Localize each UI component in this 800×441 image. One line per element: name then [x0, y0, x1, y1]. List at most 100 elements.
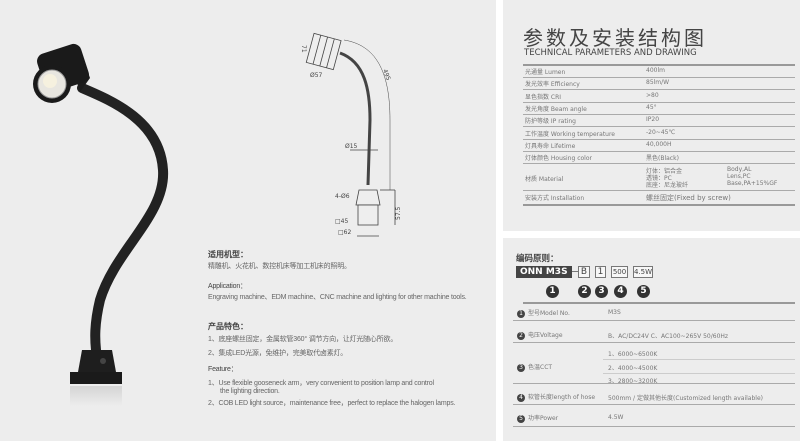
material-cn-body: 灯体：铝合金 [646, 168, 683, 175]
divider [523, 204, 795, 206]
divider [523, 126, 795, 128]
dim-head-diameter: Ø57 [310, 72, 323, 79]
param-label: 工作温度 Working temperature [525, 130, 616, 138]
feature-cn-2: 2、集成LED光源，免维护，完美取代卤素灯。 [208, 350, 348, 357]
label-text: 型号Model No. [528, 310, 570, 317]
param-label: 材质 Material [525, 176, 564, 183]
material-en-base: Base,PA+15%GF [727, 180, 778, 187]
divider [523, 138, 795, 140]
coding-row-value: B、AC/DC24V C、AC100~265V 50/60Hz [608, 333, 729, 340]
feature-en-1: 1、Use flexible gooseneck arm，very conven… [208, 380, 434, 387]
number-badge: 4 [517, 393, 525, 402]
coding-row-value: 4.5W [608, 414, 624, 421]
divider [523, 101, 795, 103]
divider [513, 404, 795, 405]
param-value: 45° [646, 103, 657, 111]
divider [513, 426, 795, 427]
divider [523, 113, 795, 115]
param-value: >80 [646, 91, 659, 99]
number-badge: 2 [578, 285, 591, 298]
params-title-cn: 参数及安装结构图 [523, 26, 707, 50]
material-cn-base: 底座：尼龙玻纤 [646, 182, 689, 189]
dim-hose-length: 495 [381, 68, 392, 81]
code-dash [572, 271, 578, 272]
feature-en-1-cont: the lighting direction. [220, 388, 280, 395]
param-value: 40,000H [646, 140, 672, 148]
code-power: 4.5W [633, 266, 653, 278]
coding-row-value: 500mm / 定做其他长度(Customized length availab… [608, 395, 763, 402]
feature-cn-title: 产品特色： [208, 322, 248, 331]
dim-height: 71 [300, 45, 307, 53]
number-badge: 1 [546, 285, 559, 298]
number-badge: 4 [614, 285, 627, 298]
param-value: -20~45℃ [646, 128, 676, 136]
dim-holes: 4-Ø6 [335, 193, 350, 200]
material-cn-lens: 透镜：PC [646, 175, 672, 182]
code-voltage: B [578, 266, 590, 278]
divider [523, 302, 795, 304]
number-badge: 2 [517, 331, 525, 340]
label-text: 电压Voltage [528, 332, 563, 339]
param-label: 灯具寿命 Lifetime [525, 142, 576, 150]
divider [523, 163, 795, 165]
param-label: 发光角度 Beam angle [525, 105, 587, 113]
lamp-photo [33, 43, 169, 406]
applicable-text: 精雕机、火花机、数控机床等加工机床的照明。 [208, 263, 351, 270]
divider [513, 320, 795, 321]
code-hose: 500 [611, 266, 628, 278]
applicable-title: 适用机型： [208, 250, 248, 259]
dim-hose-diameter: Ø15 [345, 143, 358, 150]
divider [603, 372, 795, 374]
param-value: 400lm [646, 67, 665, 74]
code-model: ONN M3S [516, 266, 572, 278]
param-label: 安装方式 Installation [525, 195, 585, 202]
cct-option: 1、6000~6500K [608, 351, 658, 358]
cct-option: 2、4000~4500K [608, 364, 658, 372]
number-badge: 3 [595, 285, 608, 298]
feature-en-title: Feature： [208, 366, 238, 373]
divider [513, 383, 795, 384]
dim-base-height: 57.5 [395, 206, 402, 220]
material-en-body: Body,AL [727, 166, 752, 173]
params-title-en: TECHNICAL PARAMETERS AND DRAWING [524, 48, 697, 58]
material-en-lens: Lens,PC [727, 173, 751, 180]
param-value: 黑色(Black) [646, 155, 679, 163]
feature-cn-1: 1、底座螺丝固定，金属软管360° 调节方向，让灯光随心所欲。 [208, 336, 398, 343]
divider [513, 342, 795, 343]
dimension-drawing: 71 Ø57 495 Ø15 4-Ø6 57.5 □45 □62 [300, 32, 402, 237]
code-cct: 1 [595, 266, 606, 278]
param-label: 发光效率 Efficiency [525, 81, 580, 89]
parameters-panel: 参数及安装结构图 TECHNICAL PARAMETERS AND DRAWIN… [503, 0, 800, 231]
divider [523, 190, 795, 191]
label-text: 软管长度length of hose [528, 394, 596, 401]
divider [523, 150, 795, 152]
dim-base-inner: □45 [335, 218, 348, 225]
divider [523, 89, 795, 91]
number-badge: 5 [517, 414, 525, 423]
coding-row-value: M3S [608, 309, 621, 316]
divider [523, 64, 795, 66]
number-badge: 3 [517, 363, 525, 372]
divider [523, 77, 795, 78]
divider [603, 359, 795, 360]
coding-title: 编码原则： [516, 254, 559, 264]
application-title: Application： [208, 283, 247, 290]
param-label: 光通量 Lumen [525, 69, 566, 76]
product-panel: 71 Ø57 495 Ø15 4-Ø6 57.5 □45 □62 适用机型： 精… [0, 0, 496, 441]
number-badge: 1 [517, 309, 525, 318]
param-label: 灯体颜色 Housing color [525, 155, 592, 163]
number-badge: 5 [637, 285, 650, 298]
label-text: 功率Power [528, 415, 559, 422]
application-text: Engraving machine、EDM machine、CNC machin… [208, 294, 467, 301]
param-label: 防护等级 IP rating [525, 118, 576, 126]
param-value: 85lm/W [646, 79, 670, 87]
label-text: 色温CCT [528, 364, 553, 371]
cct-option: 3、2800~3200K [608, 378, 658, 385]
feature-en-2: 2、COB LED light source，maintenance free，… [208, 400, 456, 407]
